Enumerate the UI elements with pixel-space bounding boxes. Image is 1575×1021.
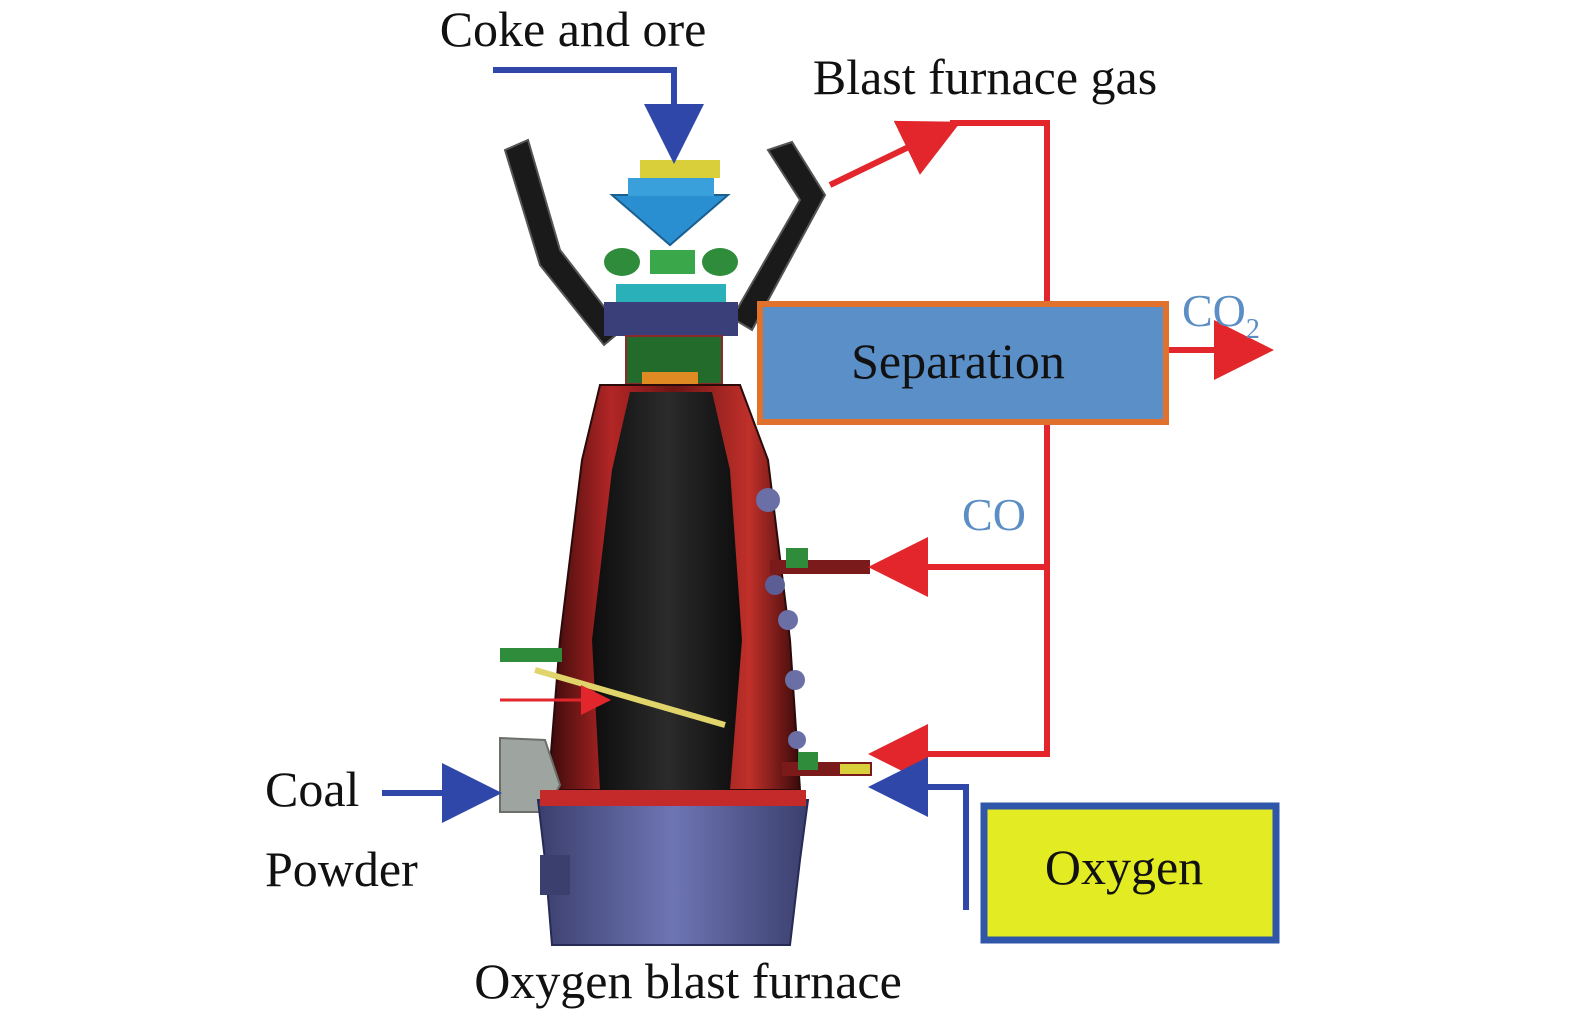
blast-furnace-illustration — [499, 138, 872, 946]
separation-label: Separation — [851, 333, 1065, 389]
tuyere-right-upper — [765, 548, 870, 595]
gas-to-separation-line — [950, 120, 1050, 303]
co2-label-sub: 2 — [1246, 314, 1260, 345]
tuyere-right-lower — [782, 752, 872, 776]
top-gas-arrow — [828, 120, 961, 188]
oxygen-label: Oxygen — [1045, 839, 1203, 895]
co2-label-main: CO — [1182, 285, 1246, 336]
co2-label: CO2 — [1182, 285, 1260, 345]
feed-label: Coke and ore — [440, 1, 707, 57]
coal-label-line1: Coal — [265, 761, 359, 817]
furnace-core — [592, 392, 742, 790]
oxygen-in-arrow — [868, 757, 969, 910]
feed-arrow — [493, 67, 704, 164]
separation-box: Separation — [757, 301, 1169, 425]
co-label: CO — [962, 489, 1026, 540]
oxygen-box: Oxygen — [980, 802, 1280, 944]
co-recycle-line — [868, 424, 1050, 784]
charging-hopper — [604, 160, 738, 388]
coal-label-line2: Powder — [265, 841, 418, 897]
right-gas-pipe — [730, 140, 827, 332]
top-gas-label: Blast furnace gas — [813, 49, 1157, 105]
furnace-base — [536, 799, 810, 946]
furnace-caption: Oxygen blast furnace — [474, 953, 902, 1009]
shell-studs — [756, 488, 806, 749]
